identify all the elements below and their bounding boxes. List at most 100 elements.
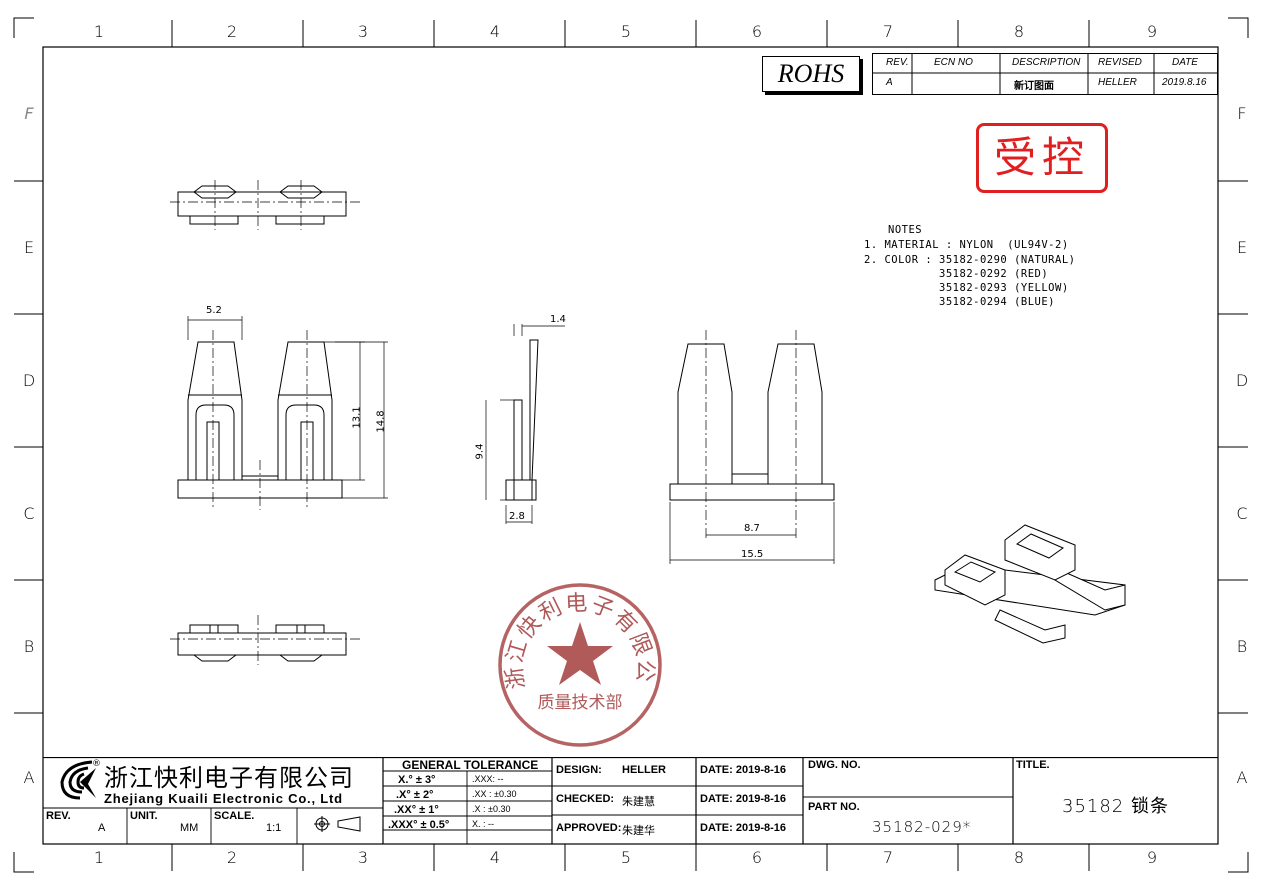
zone-col-4: 4 <box>489 22 501 41</box>
revision-table <box>872 53 1218 95</box>
checked-value: 朱建慧 <box>622 796 655 808</box>
zone-col-7-bottom: 7 <box>882 848 894 867</box>
dim-5-2: 5.2 <box>206 305 222 316</box>
tolerance-angle-1: X.° ± 3° <box>398 774 436 786</box>
company-seal: 浙江快利电子有限公司 质量技术部 <box>495 580 662 747</box>
notes-title: NOTES <box>888 224 923 236</box>
zone-col-5: 5 <box>620 22 632 41</box>
rev-value: A <box>98 822 106 834</box>
dim-1-4: 1.4 <box>550 314 566 325</box>
dim-8-7: 8.7 <box>744 523 760 534</box>
zone-row-b: B <box>23 637 35 656</box>
unit-label: UNIT. <box>130 810 158 822</box>
notes-line-5: 35182-0294 (BLUE) <box>864 296 1056 308</box>
zone-col-8: 8 <box>1013 22 1025 41</box>
approved-label: APPROVED: <box>556 822 622 834</box>
zone-row-e-right: E <box>1236 238 1248 257</box>
checked-label: CHECKED: <box>556 793 615 805</box>
notes-line-4: 35182-0293 (YELLOW) <box>864 282 1069 294</box>
zone-col-2-bottom: 2 <box>226 848 238 867</box>
zone-row-c: C <box>23 504 35 523</box>
zone-row-f: F <box>24 104 34 123</box>
zone-row-b-right: B <box>1236 637 1248 656</box>
front-view-drawing <box>177 316 388 510</box>
registered-mark: ® <box>92 759 101 769</box>
zone-col-5-bottom: 5 <box>620 848 632 867</box>
part-no-value: 35182-029* <box>872 818 972 836</box>
dim-15-5: 15.5 <box>741 549 764 560</box>
rev-header-date: DATE <box>1172 57 1198 68</box>
zone-col-9-bottom: 9 <box>1146 848 1158 867</box>
approved-value: 朱建华 <box>622 825 655 837</box>
rev-header-ecn: ECN NO <box>934 57 973 68</box>
top-view-drawing <box>170 180 360 230</box>
unit-value: MM <box>180 822 199 834</box>
scale-value: 1:1 <box>266 822 282 834</box>
scale-label: SCALE. <box>214 810 255 822</box>
tolerance-angle-3: .XX° ± 1° <box>394 804 439 816</box>
notes-line-1: 1. MATERIAL : NYLON (UL94V-2) <box>864 239 1069 251</box>
design-value: HELLER <box>622 764 666 776</box>
seal-department: 质量技术部 <box>538 693 623 713</box>
zone-row-a-right: A <box>1236 768 1248 787</box>
zone-row-f-right: F <box>1237 104 1247 123</box>
tolerance-linear-4: X. : -- <box>472 819 494 829</box>
rev-header-rev: REV. <box>886 57 909 68</box>
zone-col-9: 9 <box>1146 22 1158 41</box>
zone-col-7: 7 <box>882 22 894 41</box>
bottom-view-drawing <box>170 615 360 665</box>
design-label: DESIGN: <box>556 764 602 776</box>
zone-row-d-right: D <box>1235 371 1249 390</box>
zone-col-1: 1 <box>93 22 105 41</box>
tolerance-linear-2: .XX : ±0.30 <box>472 789 517 799</box>
company-name-cn: 浙江快利电子有限公司 <box>104 764 354 792</box>
rev-label: REV. <box>46 810 71 822</box>
dim-13-1: 13.1 <box>351 406 363 429</box>
side-view-drawing <box>485 324 565 524</box>
zone-col-6-bottom: 6 <box>751 848 763 867</box>
zone-row-d: D <box>22 371 36 390</box>
star-icon <box>547 622 613 685</box>
rev-header-revised: REVISED <box>1098 57 1142 68</box>
rev-value-date: 2019.8.16 <box>1162 77 1207 88</box>
rev-header-description: DESCRIPTION <box>1012 57 1081 68</box>
tolerance-linear-1: .XXX: -- <box>472 774 504 784</box>
rohs-label: ROHS <box>762 56 860 92</box>
notes-line-3: 35182-0292 (RED) <box>864 268 1049 280</box>
zone-row-c-right: C <box>1236 504 1248 523</box>
dim-9-4: 9.4 <box>474 443 486 460</box>
title-block-grid <box>43 757 1218 844</box>
title-value: 35182 锁条 <box>1062 796 1169 817</box>
zone-col-8-bottom: 8 <box>1013 848 1025 867</box>
zone-col-3-bottom: 3 <box>357 848 369 867</box>
checked-date: DATE: 2019-8-16 <box>700 793 786 805</box>
company-name-en: Zhejiang Kuaili Electronic Co., Ltd <box>104 791 343 806</box>
dim-2-8: 2.8 <box>509 511 525 522</box>
zone-row-e: E <box>23 238 35 257</box>
rev-value-description: 新订图面 <box>1014 81 1054 92</box>
rear-view-drawing <box>669 330 835 564</box>
title-label: TITLE. <box>1016 759 1050 771</box>
tolerance-angle-4: .XXX° ± 0.5° <box>388 819 450 831</box>
tolerance-linear-3: .X : ±0.30 <box>472 804 511 814</box>
zone-col-3: 3 <box>357 22 369 41</box>
zone-col-4-bottom: 4 <box>489 848 501 867</box>
tolerance-title: GENERAL TOLERANCE <box>402 758 539 772</box>
dwg-no-label: DWG. NO. <box>808 759 861 771</box>
isometric-view-drawing <box>934 524 1126 644</box>
rev-value-revised: HELLER <box>1098 77 1137 88</box>
zone-col-6: 6 <box>751 22 763 41</box>
design-date: DATE: 2019-8-16 <box>700 764 786 776</box>
dim-14-8: 14.8 <box>375 410 387 433</box>
zone-row-a: A <box>23 768 35 787</box>
rev-value-rev: A <box>886 77 893 88</box>
part-no-label: PART NO. <box>808 801 860 813</box>
notes-line-2: 2. COLOR : 35182-0290 (NATURAL) <box>864 254 1076 266</box>
tolerance-angle-2: .X° ± 2° <box>396 789 434 801</box>
projection-symbol-icon <box>314 816 361 832</box>
approved-date: DATE: 2019-8-16 <box>700 822 786 834</box>
zone-col-2: 2 <box>226 22 238 41</box>
zone-col-1-bottom: 1 <box>93 848 105 867</box>
company-logo-icon <box>60 760 96 800</box>
